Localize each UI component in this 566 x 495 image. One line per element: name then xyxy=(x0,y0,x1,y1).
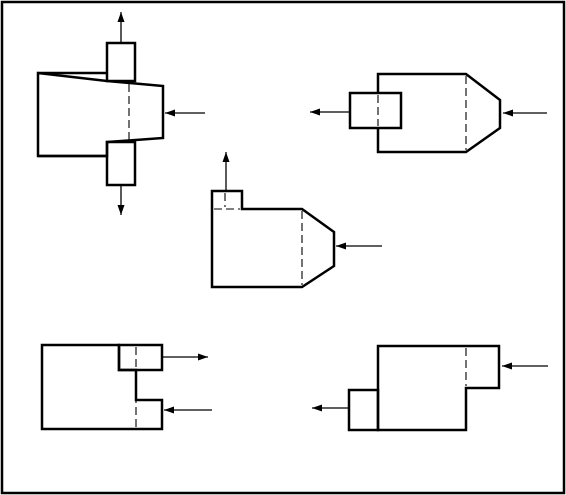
part-bottom-right-boss xyxy=(347,388,380,432)
part-bottom-right xyxy=(312,344,548,432)
part-top-left-outline xyxy=(36,71,165,158)
part-top-left-body-line xyxy=(38,71,107,158)
part-center-outline xyxy=(210,189,336,289)
part-center xyxy=(210,152,382,289)
part-top-left xyxy=(36,12,205,215)
part-bottom-right-outline xyxy=(376,344,501,432)
part-top-right-boss xyxy=(348,91,403,130)
part-top-right xyxy=(310,72,547,154)
part-top-left-bottom-boss xyxy=(105,140,137,187)
part-bottom-left xyxy=(40,343,212,431)
part-top-right-outline xyxy=(376,72,502,154)
part-bottom-left-boss xyxy=(117,343,164,372)
part-top-left-top-boss xyxy=(105,41,137,83)
part-bottom-left-outline xyxy=(40,343,164,431)
